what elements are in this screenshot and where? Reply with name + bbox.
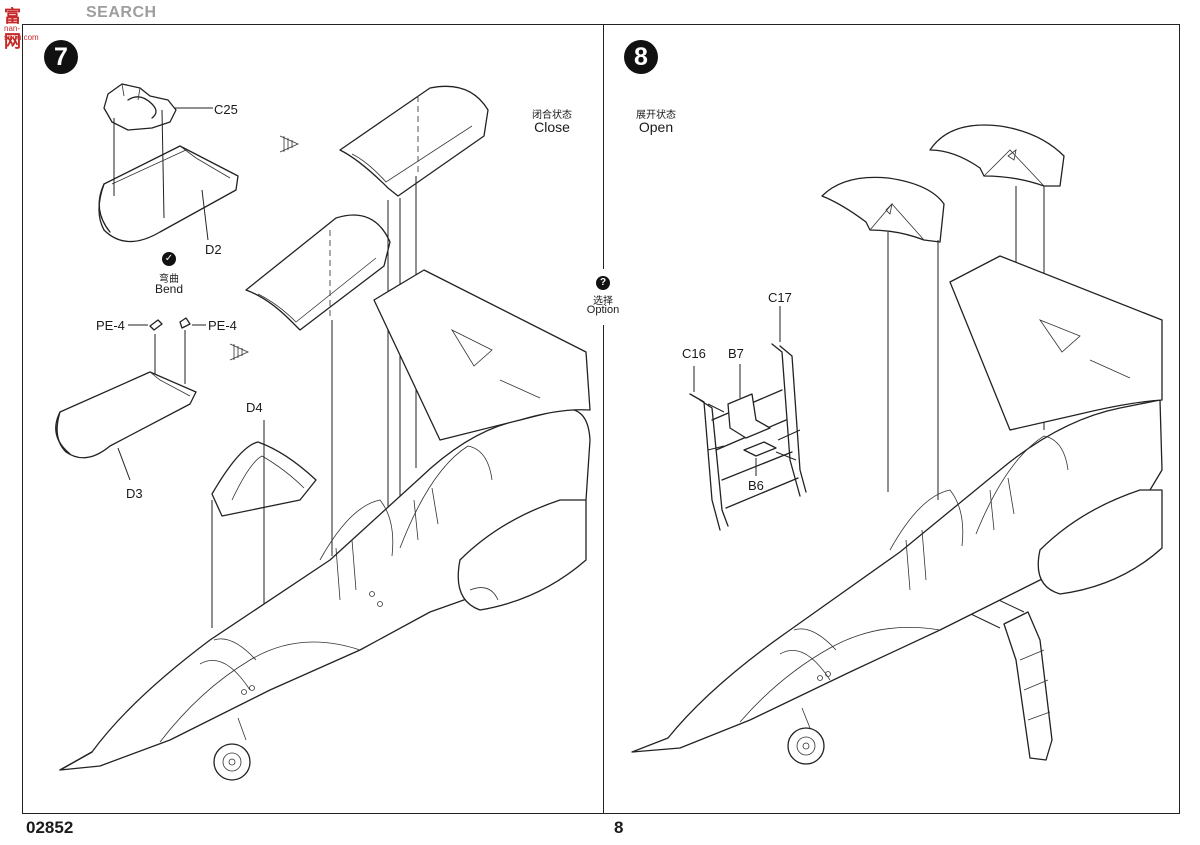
option-label-en: Option [586,304,620,316]
direction-arrow [229,135,299,361]
question-icon: ? [596,276,610,290]
part-label-d2: D2 [205,242,222,257]
canopy-rear-open [929,124,1065,187]
bend-label-en: Bend [154,282,184,296]
part-c25-drawing [103,83,177,131]
part-label-d4: D4 [246,400,263,415]
part-pe4-drawing [128,317,206,384]
step7-illustration [55,83,591,781]
page-frame [22,24,1180,814]
step-number-badge: 7 [44,40,78,74]
canopy-front-open [821,176,945,243]
page-number: 8 [614,818,624,837]
state-label-en-open: Open [638,119,674,135]
canopy-front-closed [245,214,391,331]
product-code: 02852 [26,818,74,837]
part-label-d3: D3 [126,486,143,501]
step8-illustration [631,124,1163,765]
bend-check-icon: ✓ [162,252,176,266]
ladder-parts [689,306,807,531]
part-label-c16: C16 [682,346,706,361]
watermark-search-text: SEARCH [86,4,157,21]
state-label-cn: 闭合状态 [532,110,572,121]
part-d3-drawing [55,371,197,481]
part-label-c25: C25 [214,102,238,117]
part-label-b6: B6 [748,478,764,493]
aircraft-fuselage-step7 [59,269,591,781]
panel-divider-lower [603,325,604,814]
bend-label-cn: 弯曲 [159,274,179,285]
part-label-b7: B7 [728,346,744,361]
part-label-pe4-right: PE-4 [208,318,237,333]
watermark-url: nan-shou.com [4,24,39,42]
aircraft-fuselage-step8 [631,255,1163,765]
panel-divider [603,24,604,269]
state-label-en: Close [534,119,570,135]
part-d2-drawing [98,145,239,243]
step-number-badge-8: 8 [624,40,658,74]
part-label-pe4-left: PE-4 [96,318,125,333]
watermark-logo: 富 网 [4,7,22,52]
state-label-cn-open: 展开状态 [636,110,676,121]
part-label-c17: C17 [768,290,792,305]
option-label-cn: 选择 [593,296,613,307]
canopy-rear-closed [339,85,489,197]
